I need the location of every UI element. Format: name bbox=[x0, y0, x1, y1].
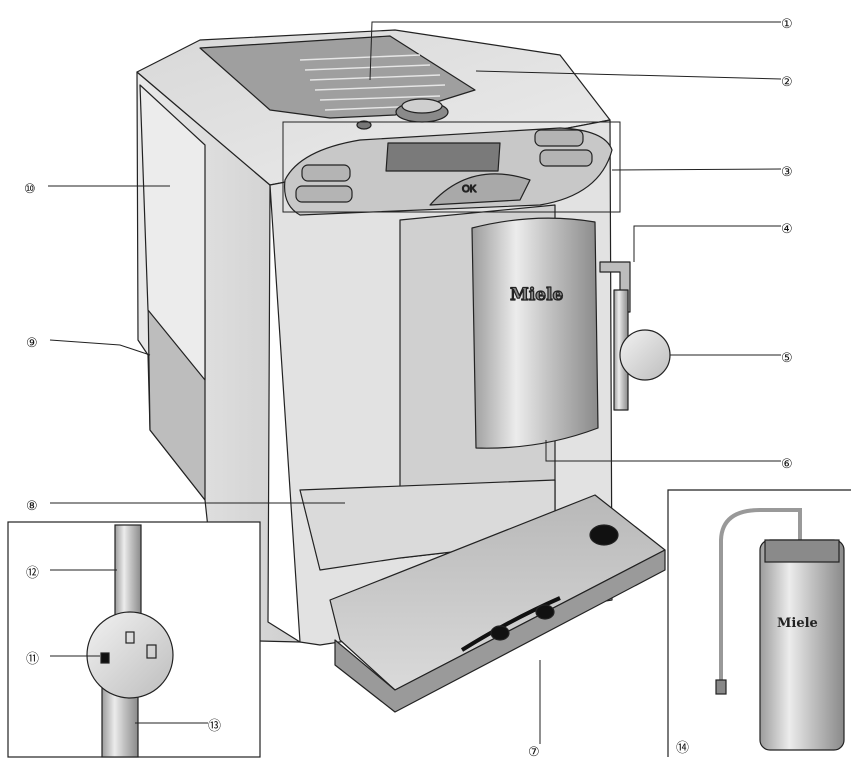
button-latte[interactable] bbox=[539, 149, 593, 167]
display-screen bbox=[385, 142, 501, 172]
coffee-machine: OK Miele bbox=[136, 29, 671, 713]
callout-3: ③ bbox=[781, 164, 793, 179]
callout-4: ④ bbox=[781, 221, 793, 236]
leader-2 bbox=[475, 70, 782, 80]
milk-tube bbox=[719, 508, 802, 690]
leader-3-bracket bbox=[282, 121, 621, 213]
leader-3 bbox=[611, 168, 782, 171]
button-espresso[interactable] bbox=[301, 164, 351, 182]
leader-6 bbox=[545, 440, 781, 462]
steam-pipe-upper bbox=[114, 524, 142, 616]
leader-1 bbox=[369, 21, 781, 81]
central-spout bbox=[471, 217, 599, 449]
panel-buttons bbox=[295, 129, 593, 203]
callout-10: ⑩ bbox=[24, 181, 36, 196]
dial-icon-glass bbox=[125, 631, 135, 644]
callout-12: ⑫ bbox=[26, 565, 39, 580]
milk-container-brand-logo: Miele bbox=[777, 616, 818, 631]
front-brand-logo: Miele bbox=[510, 285, 564, 305]
dial-detail-inset bbox=[7, 521, 261, 758]
callout-11: ⑪ bbox=[26, 651, 39, 666]
leader-lines bbox=[48, 21, 782, 744]
power-button[interactable] bbox=[356, 120, 372, 130]
inset-dial[interactable] bbox=[86, 611, 174, 699]
grinder-knob-top bbox=[401, 98, 443, 114]
milk-tube-tip bbox=[715, 679, 727, 695]
drip-tray-slot-dot-2 bbox=[535, 604, 555, 620]
dial-icon-jug bbox=[146, 644, 157, 659]
leader-9 bbox=[49, 339, 151, 356]
cappuccinatore-dial[interactable] bbox=[619, 329, 671, 381]
button-coffee[interactable] bbox=[295, 185, 353, 203]
milk-container-body bbox=[759, 539, 845, 751]
callout-6: ⑥ bbox=[781, 456, 793, 471]
callout-numbers: ① ② ③ ④ ⑤ ⑥ ⑦ ⑧ ⑨ ⑩ ⑪ ⑫ ⑬ ⑭ bbox=[24, 16, 793, 759]
drip-tray-lip bbox=[334, 549, 666, 713]
dial-icon-cup bbox=[100, 652, 110, 664]
button-cappuccino[interactable] bbox=[534, 129, 584, 147]
inset-frame-right bbox=[667, 489, 851, 757]
ok-button[interactable]: OK bbox=[461, 183, 477, 195]
drip-tray-hole bbox=[589, 524, 619, 546]
milk-container-lid bbox=[764, 539, 840, 563]
callout-7: ⑦ bbox=[528, 744, 540, 759]
callout-14: ⑭ bbox=[676, 740, 689, 755]
callout-5: ⑤ bbox=[781, 350, 793, 365]
water-tank bbox=[139, 84, 206, 381]
ok-button-area bbox=[429, 173, 531, 206]
callout-2: ② bbox=[781, 74, 793, 89]
drip-tray-slot-dot-1 bbox=[490, 625, 510, 641]
leader-4 bbox=[633, 225, 781, 262]
callout-13: ⑬ bbox=[208, 718, 221, 733]
callout-9: ⑨ bbox=[26, 335, 38, 350]
milk-container-inset: Miele bbox=[667, 489, 851, 757]
drip-tray-slot bbox=[460, 596, 561, 652]
callout-8: ⑧ bbox=[26, 498, 38, 513]
callout-1: ① bbox=[781, 16, 793, 31]
